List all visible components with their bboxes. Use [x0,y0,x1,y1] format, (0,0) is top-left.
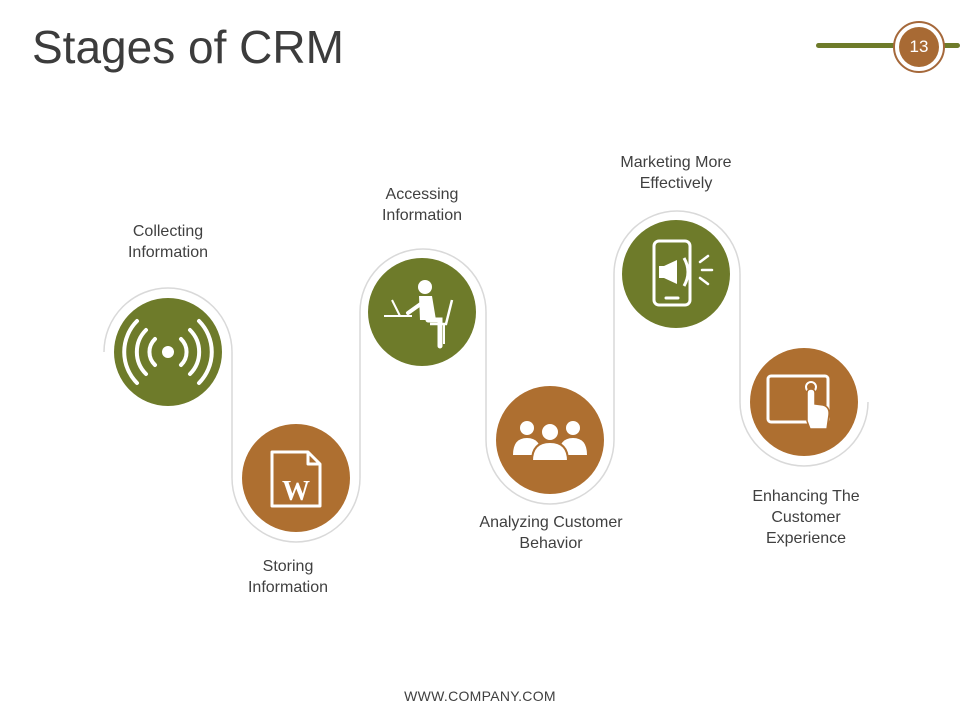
label-line: Enhancing The [752,488,860,505]
person-at-laptop-icon [384,280,454,349]
connector-arc-6 [739,401,869,467]
word-document-icon: W [270,450,322,508]
wave-connector [103,210,869,543]
stage-label-marketing-more-effectively: Marketing More Effectively [586,152,766,194]
label-line: Behavior [519,535,583,552]
stage-label-accessing-information: Accessing Information [332,184,512,226]
label-line: Accessing [385,186,459,203]
label-line: Marketing More [620,154,732,171]
stage-collecting-information [114,298,222,406]
label-line: Effectively [639,175,713,192]
mobile-megaphone-icon [652,239,714,307]
stage-accessing-information [368,258,476,366]
connector-arc-1 [103,287,233,353]
label-line: Storing [262,558,314,575]
stage-marketing-more-effectively [622,220,730,328]
stage-label-enhancing-customer-experience: Enhancing The Customer Experience [716,486,896,549]
label-line: Analyzing Customer [479,514,623,531]
stage-circle [750,348,858,456]
stage-label-storing-information: Storing Information [198,556,378,598]
stage-label-collecting-information: Collecting Information [78,221,258,263]
customer-group-icon [513,421,587,462]
label-line: Customer [771,509,841,526]
stage-label-analyzing-customer-behavior: Analyzing Customer Behavior [461,512,641,554]
stage-circle [242,424,350,532]
connector-arc-3 [359,248,487,313]
label-line: Information [247,579,329,596]
svg-text:W: W [282,476,310,507]
label-line: Experience [765,530,847,547]
connector-arc-2 [231,477,361,543]
wireless-signal-icon [122,319,214,385]
page-number-badge: 13 [893,21,945,73]
stage-enhancing-customer-experience [750,348,858,456]
connector-arc-4 [485,439,615,505]
touch-screen-icon [766,374,830,430]
stage-storing-information: W [242,424,350,532]
label-line: Information [127,244,209,261]
header-accent-line [816,43,960,48]
stage-analyzing-customer-behavior [496,386,604,494]
label-line: Information [381,207,463,224]
footer-website: WWW.COMPANY.COM [404,688,556,704]
label-line: Collecting [132,223,204,240]
slide-title: Stages of CRM [32,21,344,73]
page-number: 13 [899,27,939,67]
connector-arc-5 [613,210,741,275]
